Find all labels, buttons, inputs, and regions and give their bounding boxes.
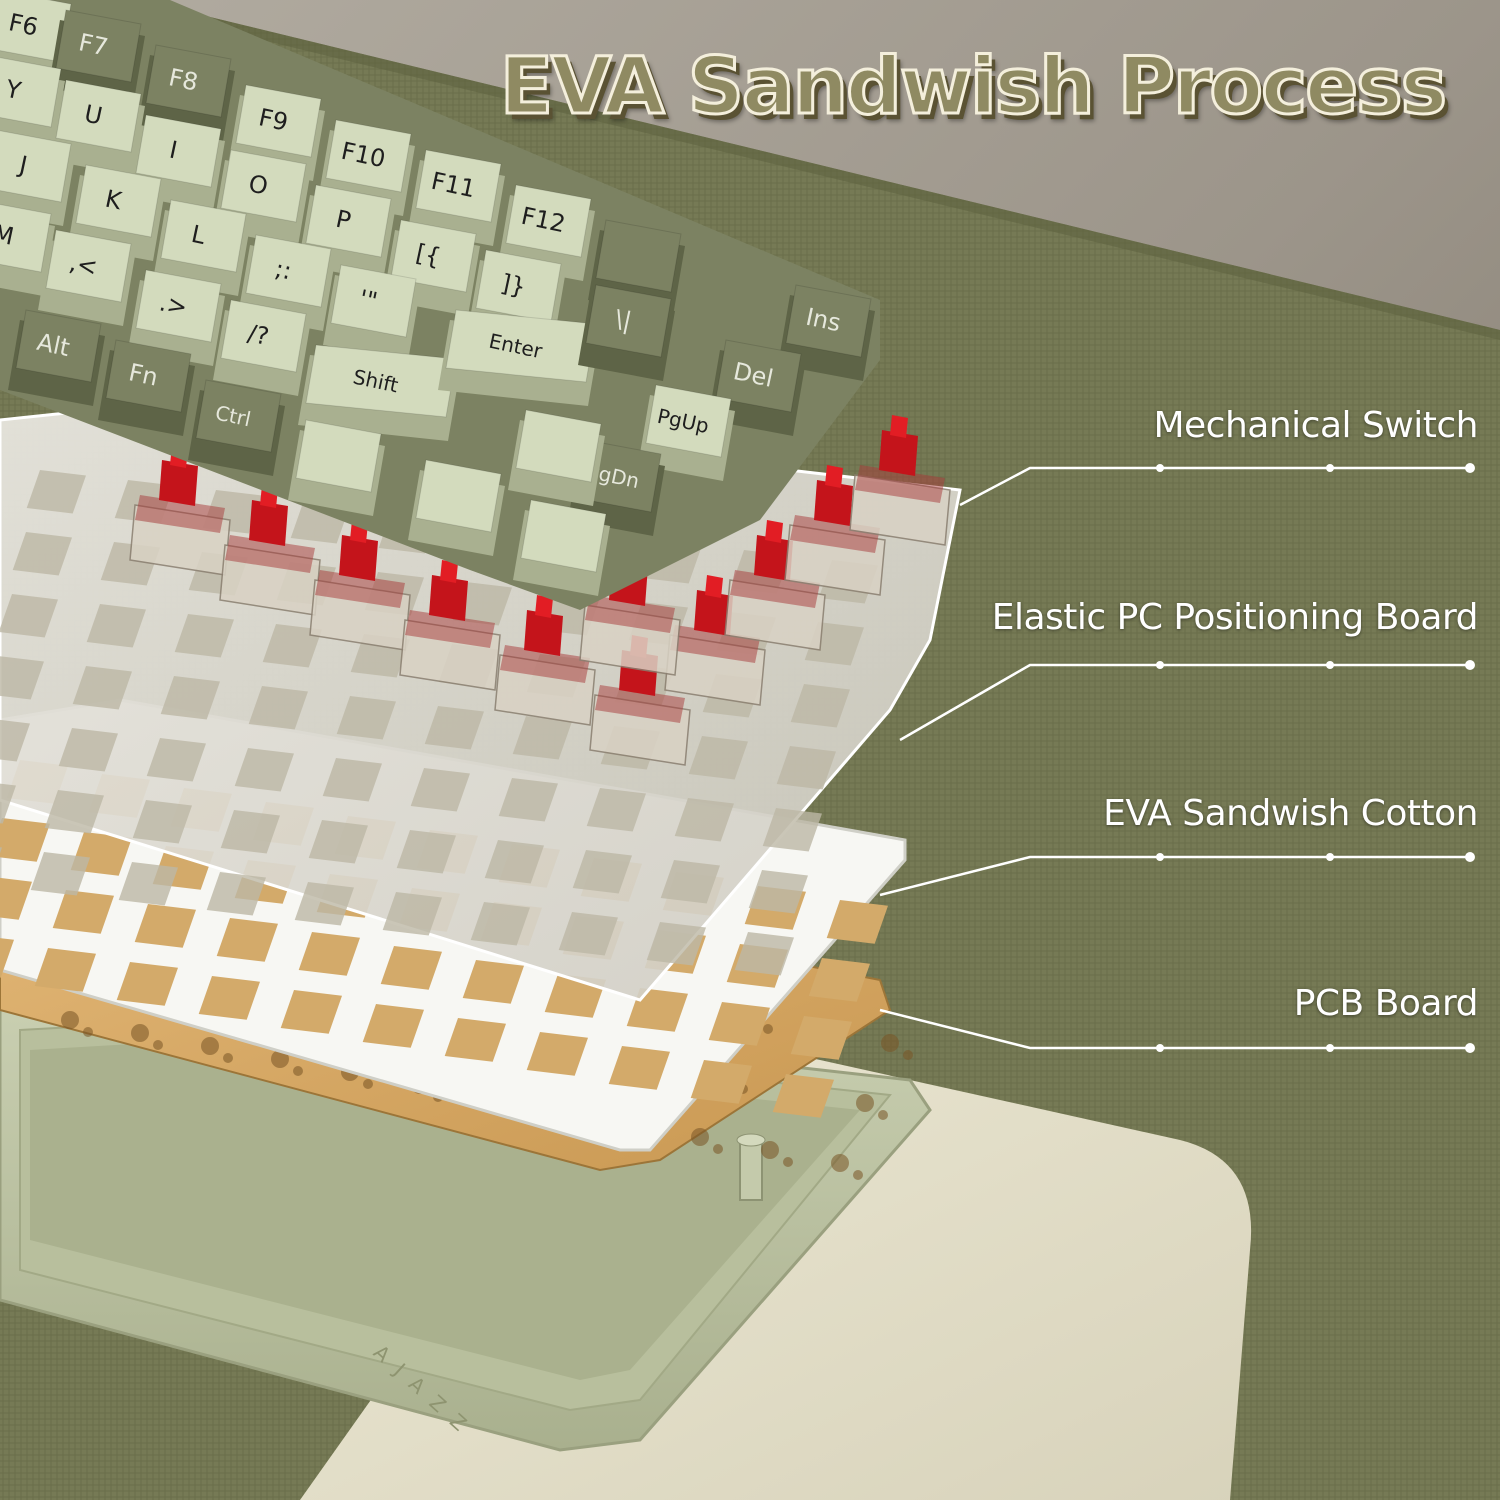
keycap: \|: [578, 284, 675, 381]
callout-dots: [1156, 463, 1475, 1053]
label-pcb-board: PCB Board: [1293, 983, 1479, 1024]
svg-text:F9: F9: [256, 103, 290, 136]
switch: [129, 445, 231, 576]
keycap: Shift: [298, 344, 460, 441]
callout-lines: [879, 466, 1470, 1050]
switch: [724, 520, 826, 651]
keycap: Y: [0, 57, 65, 151]
label-pc-positioning-board: Elastic PC Positioning Board: [991, 597, 1479, 638]
svg-text:Fn: Fn: [126, 358, 160, 391]
headline: EVA Sandwish Process: [498, 41, 1448, 134]
switch: [399, 560, 501, 691]
callout-line-pcb: [879, 1008, 1470, 1050]
keycap: ,<: [38, 229, 135, 326]
svg-text:;:: ;:: [273, 255, 295, 286]
svg-text:[{: [{: [413, 239, 443, 272]
keycap: Ins: [778, 284, 875, 381]
keycap: [513, 499, 610, 596]
mechanical-switches: [129, 415, 951, 766]
svg-text:F7: F7: [76, 28, 110, 61]
callout-line-eva: [879, 855, 1470, 897]
switch: [309, 520, 411, 651]
keycap: Ctrl: [188, 379, 285, 476]
keycap: L: [153, 199, 250, 296]
svg-text:L: L: [189, 220, 209, 250]
svg-text:Y: Y: [2, 75, 23, 106]
switch: [494, 595, 596, 726]
svg-text:,<: ,<: [67, 248, 100, 281]
keycap-set: F6F7F8F9F10F11F12YUIOP[{]}JKL;:'"M,<.>/?…: [0, 0, 880, 610]
keycap: Alt: [8, 309, 105, 406]
keycap: J: [0, 130, 75, 226]
label-mechanical-switch: Mechanical Switch: [1153, 405, 1478, 446]
svg-text:]}: ]}: [498, 269, 528, 302]
keycap: [508, 409, 605, 506]
svg-text:P: P: [333, 205, 353, 235]
keycap: .>: [128, 269, 225, 366]
keycap: F12: [498, 184, 595, 281]
svg-text:F8: F8: [166, 63, 200, 96]
keycap: Fn: [98, 339, 195, 436]
switch: [664, 575, 766, 706]
svg-text:Alt: Alt: [35, 328, 73, 362]
svg-text:'": '": [357, 284, 380, 315]
keycap: F8: [138, 44, 235, 141]
svg-text:.>: .>: [157, 288, 190, 321]
keycap: U: [48, 79, 145, 176]
keycap: '": [323, 264, 420, 361]
label-eva-sandwish-cotton: EVA Sandwish Cotton: [1103, 793, 1478, 834]
svg-text:U: U: [82, 99, 105, 130]
keycap: /?: [213, 299, 310, 396]
keycap: F11: [408, 149, 505, 246]
callout-line-switch: [959, 466, 1470, 507]
svg-text:F6: F6: [6, 8, 40, 41]
keycap: I: [128, 114, 225, 211]
keycap: [288, 419, 385, 516]
switch: [784, 465, 886, 596]
keycap: F9: [228, 84, 325, 181]
keycap: M: [0, 203, 55, 296]
switch: [849, 415, 951, 546]
keycap: Enter: [438, 309, 600, 406]
callout-line-pc: [899, 663, 1470, 742]
svg-text:K: K: [103, 185, 125, 216]
keycap: PgUp: [638, 384, 735, 481]
svg-text:\|: \|: [613, 305, 635, 336]
keycap: [408, 459, 505, 556]
